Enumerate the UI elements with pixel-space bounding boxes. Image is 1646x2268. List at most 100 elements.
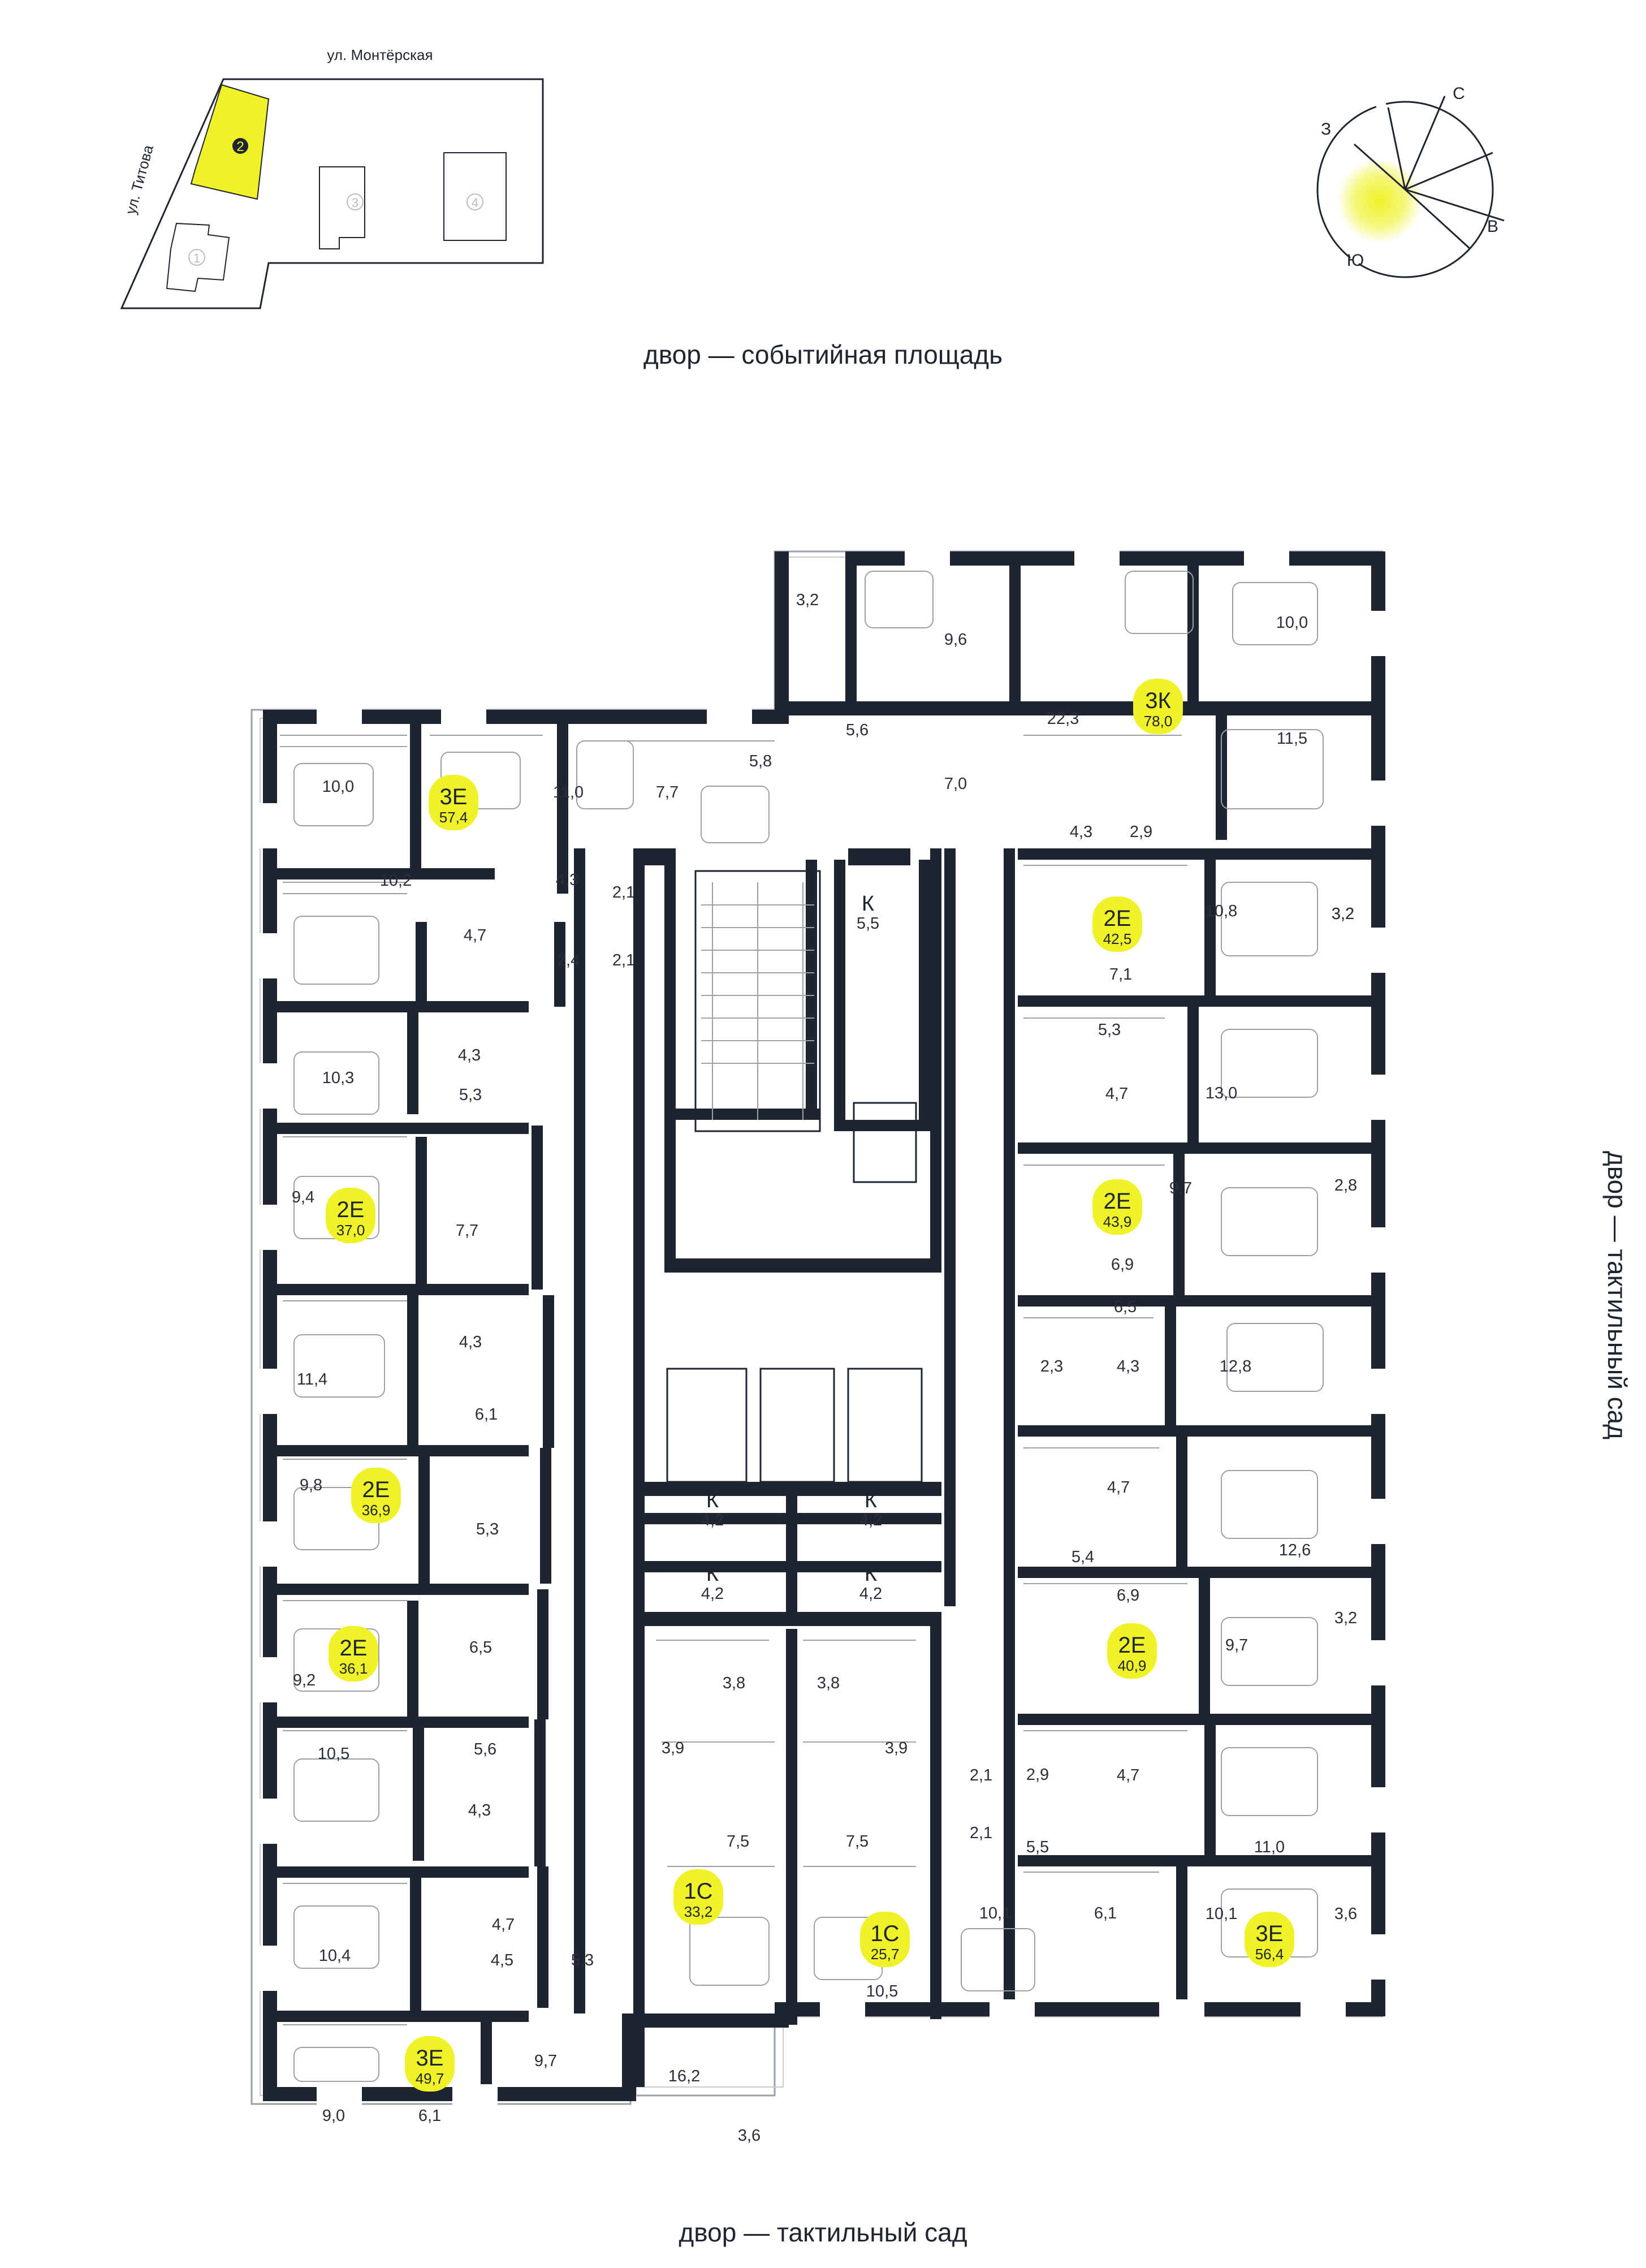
room-area-label: 4,7 bbox=[1107, 1478, 1130, 1497]
room-area-label: 5,5 bbox=[1026, 1838, 1049, 1856]
unit-total-area: 49,7 bbox=[416, 2070, 444, 2087]
site-building-3[interactable] bbox=[319, 166, 365, 249]
room-area-label: 4,7 bbox=[464, 926, 486, 945]
room-area-label: 4,3 bbox=[1117, 1357, 1139, 1376]
room-area-label: 3,9 bbox=[885, 1739, 908, 1757]
compass-north: С bbox=[1453, 84, 1465, 103]
room-area-label: 2,4 bbox=[557, 951, 580, 969]
room-area-label: 2,1 bbox=[612, 951, 635, 969]
elevator-1 bbox=[666, 1368, 748, 1483]
room-area-label: 7,5 bbox=[846, 1832, 869, 1851]
room-area-label: 9,6 bbox=[944, 631, 967, 649]
room-area-label: 2,1 bbox=[970, 1824, 992, 1842]
unit-type: 1С bbox=[870, 1921, 899, 1946]
room-area-label: 4,3 bbox=[1070, 823, 1092, 841]
room-area-label: 4,3 bbox=[556, 871, 578, 889]
room-area-label: 10,2 bbox=[380, 872, 412, 890]
room-area-label: 3,2 bbox=[1332, 905, 1354, 923]
room-area-label: 5,3 bbox=[459, 1086, 482, 1104]
room-area-label: 5,3 bbox=[1098, 1021, 1121, 1039]
unit-total-area: 43,9 bbox=[1103, 1213, 1132, 1230]
room-area-label: 2,1 bbox=[612, 883, 635, 902]
room-area-label: 3,2 bbox=[1332, 905, 1354, 923]
room-area-label: 10,5 bbox=[318, 1745, 349, 1763]
room-area-label: 9,7 bbox=[534, 2052, 557, 2070]
unit-type: 2Е bbox=[340, 1636, 368, 1661]
unit-total-area: 37,0 bbox=[336, 1222, 365, 1239]
room-area-label: 5,4 bbox=[1072, 1548, 1094, 1566]
room-area-label: 3,2 bbox=[796, 591, 819, 609]
room-area-label: 4,7 bbox=[1105, 1085, 1128, 1103]
unit-type: 2Е bbox=[1104, 906, 1131, 931]
site-label-2: 2 bbox=[236, 139, 244, 154]
site-building-1[interactable] bbox=[166, 222, 230, 292]
site-building-2[interactable] bbox=[190, 84, 270, 200]
site-label-4: 4 bbox=[472, 196, 478, 210]
room-area-label: 5,6 bbox=[846, 721, 869, 739]
unit-total-area: 36,9 bbox=[362, 1502, 391, 1519]
room-area-label: 9,0 bbox=[322, 2107, 345, 2125]
room-area-label: 4,3 bbox=[458, 1046, 481, 1064]
unit-total-area: 78,0 bbox=[1144, 713, 1173, 730]
unit-type: 3Е bbox=[416, 2046, 444, 2071]
room-area-label: 3,2 bbox=[1334, 1609, 1357, 1627]
room-area-label: 10,0 bbox=[322, 778, 354, 796]
storage-labels: К5,5К4,2К4,2К4,2К4,2 bbox=[701, 892, 882, 1603]
site-label-1: 1 bbox=[193, 251, 200, 265]
core bbox=[666, 870, 923, 1483]
room-area-label: 9,8 bbox=[300, 1476, 322, 1494]
room-area-label: 10,1 bbox=[1206, 1905, 1237, 1923]
elevator-3 bbox=[847, 1368, 923, 1483]
site-building-4[interactable] bbox=[443, 152, 507, 241]
room-area-label: 6,1 bbox=[1094, 1904, 1117, 1922]
room-area-label: 5,3 bbox=[571, 1951, 594, 1969]
room-area-label: 10,3 bbox=[322, 1069, 354, 1087]
room-area-label: 6,5 bbox=[469, 1639, 492, 1657]
room-area-label: 6,9 bbox=[1111, 1256, 1134, 1274]
unit-type: 2Е bbox=[337, 1197, 365, 1222]
unit-total-area: 25,7 bbox=[871, 1946, 900, 1963]
room-area-label: 12,6 bbox=[1279, 1541, 1311, 1559]
room-area-label: 16,2 bbox=[668, 2067, 700, 2085]
room-area-label: 2,9 bbox=[1026, 1766, 1049, 1784]
room-area-label: 2,9 bbox=[1130, 823, 1152, 841]
room-area-label: 11,0 bbox=[1254, 1838, 1285, 1856]
room-area-label: 10,8 bbox=[1206, 902, 1237, 920]
storage-room: К4,2 bbox=[859, 1562, 882, 1603]
unit-type: 2Е bbox=[1118, 1633, 1146, 1658]
unit-type: 1С bbox=[684, 1879, 712, 1904]
room-area-label: 6,9 bbox=[1117, 1586, 1139, 1605]
room-area-label: 2,3 bbox=[1040, 1357, 1063, 1376]
room-area-label: 7,0 bbox=[944, 775, 967, 793]
room-area-label: 4,7 bbox=[492, 1916, 515, 1934]
compass: С В Ю З bbox=[1316, 84, 1505, 278]
storage-label: К bbox=[862, 892, 874, 916]
site-plan: 2 1 3 4 ул. Монтёрская ул. Титова bbox=[120, 46, 544, 309]
room-area-label: 3,6 bbox=[738, 2127, 761, 2145]
room-area-label: 5,8 bbox=[749, 752, 772, 770]
unit-total-area: 42,5 bbox=[1103, 930, 1132, 947]
storage-label: К bbox=[865, 1562, 877, 1586]
unit-type: 2Е bbox=[362, 1477, 390, 1502]
room-area-label: 4,3 bbox=[468, 1801, 491, 1819]
room-area-label: 10,4 bbox=[319, 1947, 351, 1965]
room-area-label: 9,2 bbox=[293, 1671, 316, 1689]
room-area-label: 3,8 bbox=[817, 1674, 840, 1692]
unit-type: 3К bbox=[1145, 688, 1171, 713]
room-area-label: 11,5 bbox=[1277, 730, 1307, 748]
storage-label: К bbox=[706, 1562, 719, 1586]
room-area-label: 13,0 bbox=[1206, 1084, 1237, 1102]
